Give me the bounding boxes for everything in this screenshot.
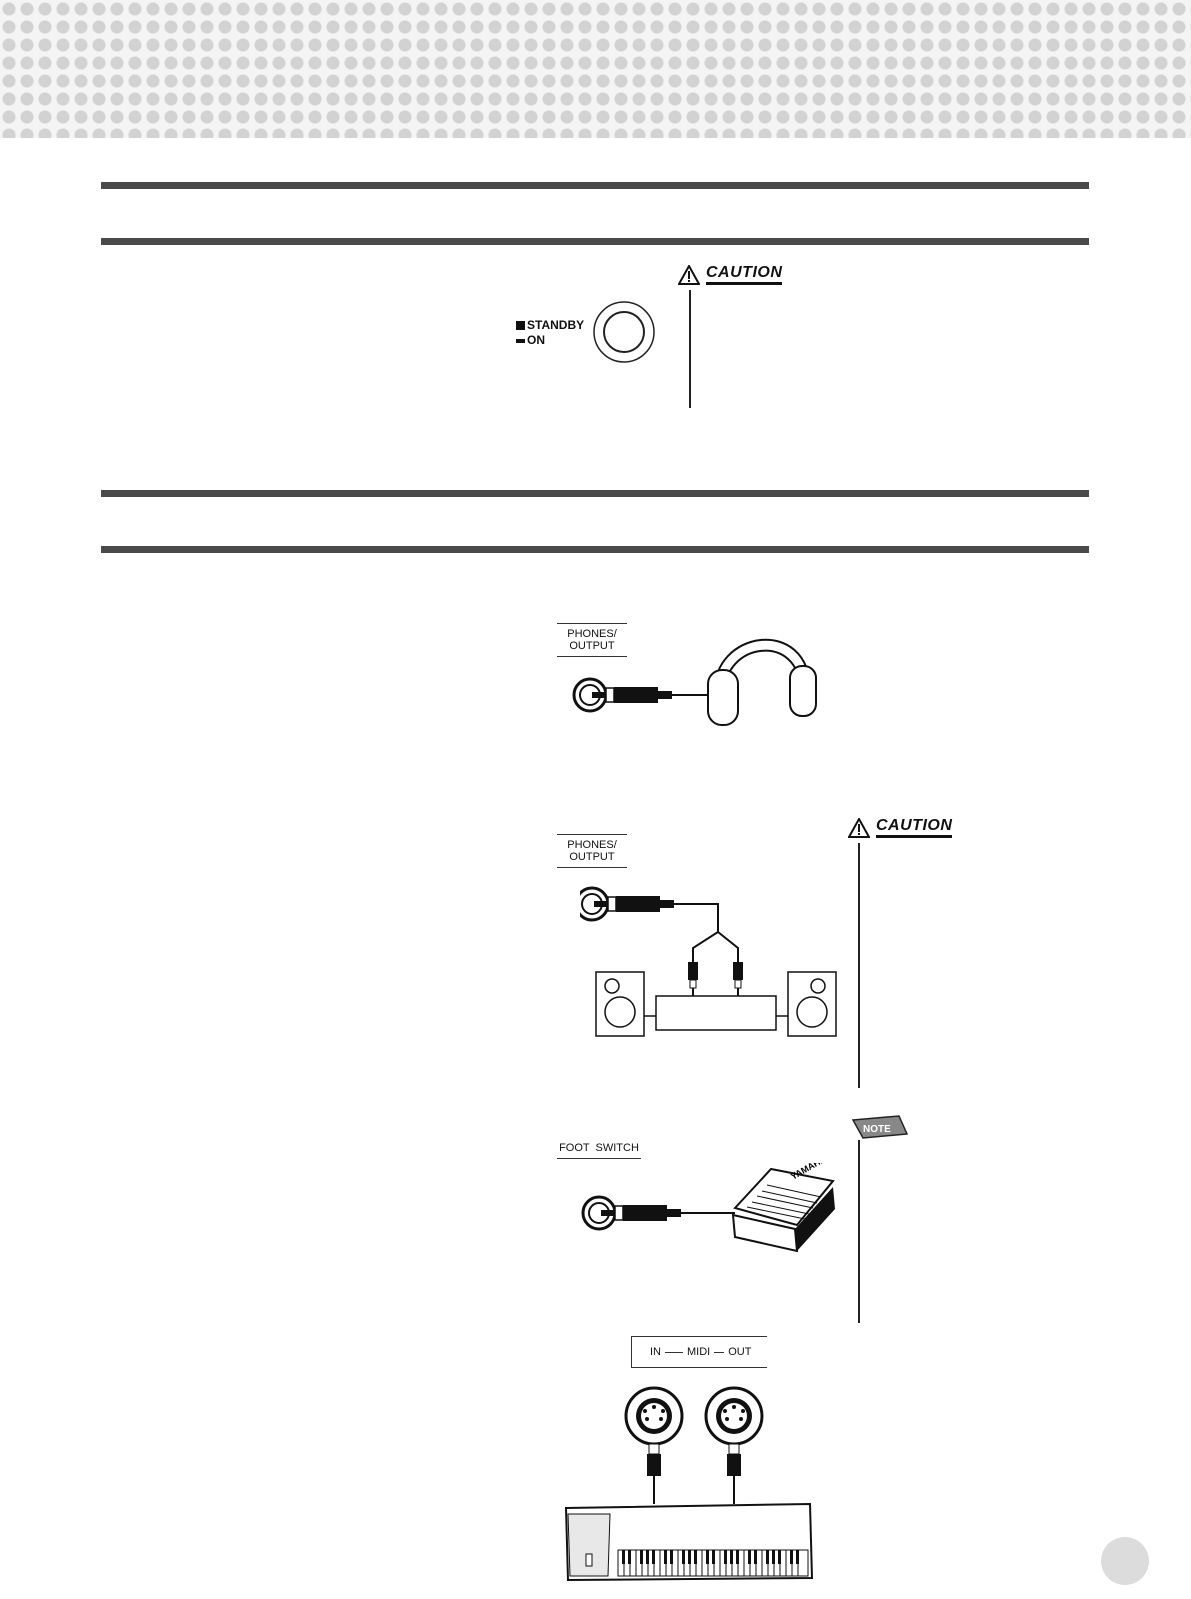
keyboard-instrument-icon xyxy=(564,1502,814,1581)
note-label: NOTE xyxy=(863,1124,891,1135)
midi-label-text: MIDI xyxy=(687,1346,711,1358)
midi-connection-illustration xyxy=(564,1386,814,1581)
warning-triangle-icon xyxy=(678,265,700,285)
midi-out-port-icon xyxy=(704,1386,764,1446)
page-number-badge xyxy=(1101,1537,1149,1585)
caution-block-2: CAUTION xyxy=(848,818,953,838)
phones-label-line1: PHONES/ xyxy=(567,628,617,640)
foot-switch-jack-icon xyxy=(581,1195,617,1231)
midi-in-label: IN xyxy=(650,1346,661,1358)
right-speaker-icon xyxy=(787,971,837,1037)
section-rule-bottom-2 xyxy=(101,546,1089,553)
caution-sidebar-line-2 xyxy=(858,843,860,1088)
section-rule-top-2 xyxy=(101,490,1089,497)
headphones-icon xyxy=(707,638,817,726)
caution-heading: CAUTION xyxy=(706,265,783,285)
note-sidebar-line xyxy=(858,1140,860,1323)
midi-label: IN MIDI OUT xyxy=(631,1336,767,1368)
phones-label-line1: PHONES/ xyxy=(567,839,617,851)
standby-indicator-icon xyxy=(516,321,525,330)
note-flag-icon: NOTE xyxy=(851,1115,909,1139)
standby-on-label: STANDBY ON xyxy=(516,318,584,348)
phones-output-label-1: PHONES/ OUTPUT xyxy=(557,623,627,657)
on-text: ON xyxy=(527,333,545,347)
foot-pedal-icon: YAMAHA xyxy=(731,1163,835,1253)
caution-sidebar-line-1 xyxy=(689,290,691,408)
section-rule-top-1 xyxy=(101,182,1089,189)
phones-label-line2: OUTPUT xyxy=(569,851,615,863)
header-pattern-band xyxy=(0,0,1191,138)
on-indicator-icon xyxy=(516,339,525,343)
phones-output-label-2: PHONES/ OUTPUT xyxy=(557,834,627,868)
caution-block-1: CAUTION xyxy=(678,265,783,285)
left-speaker-icon xyxy=(595,971,645,1037)
caution-heading: CAUTION xyxy=(876,818,953,838)
amplifier-connection-illustration xyxy=(580,886,837,1037)
foot-switch-label-text: FOOT SWITCH xyxy=(559,1142,639,1154)
phones-label-line2: OUTPUT xyxy=(569,640,615,652)
power-switch-button[interactable] xyxy=(593,297,657,367)
midi-in-port-icon xyxy=(624,1386,684,1446)
foot-switch-connection-illustration: YAMAHA xyxy=(581,1163,835,1253)
warning-triangle-icon xyxy=(848,818,870,838)
foot-switch-label: FOOT SWITCH xyxy=(557,1138,641,1159)
amplifier-box-icon xyxy=(655,995,777,1031)
headphones-connection-illustration xyxy=(572,638,817,726)
section-rule-bottom-1 xyxy=(101,238,1089,245)
standby-text: STANDBY xyxy=(527,318,585,332)
midi-out-label: OUT xyxy=(728,1346,752,1358)
